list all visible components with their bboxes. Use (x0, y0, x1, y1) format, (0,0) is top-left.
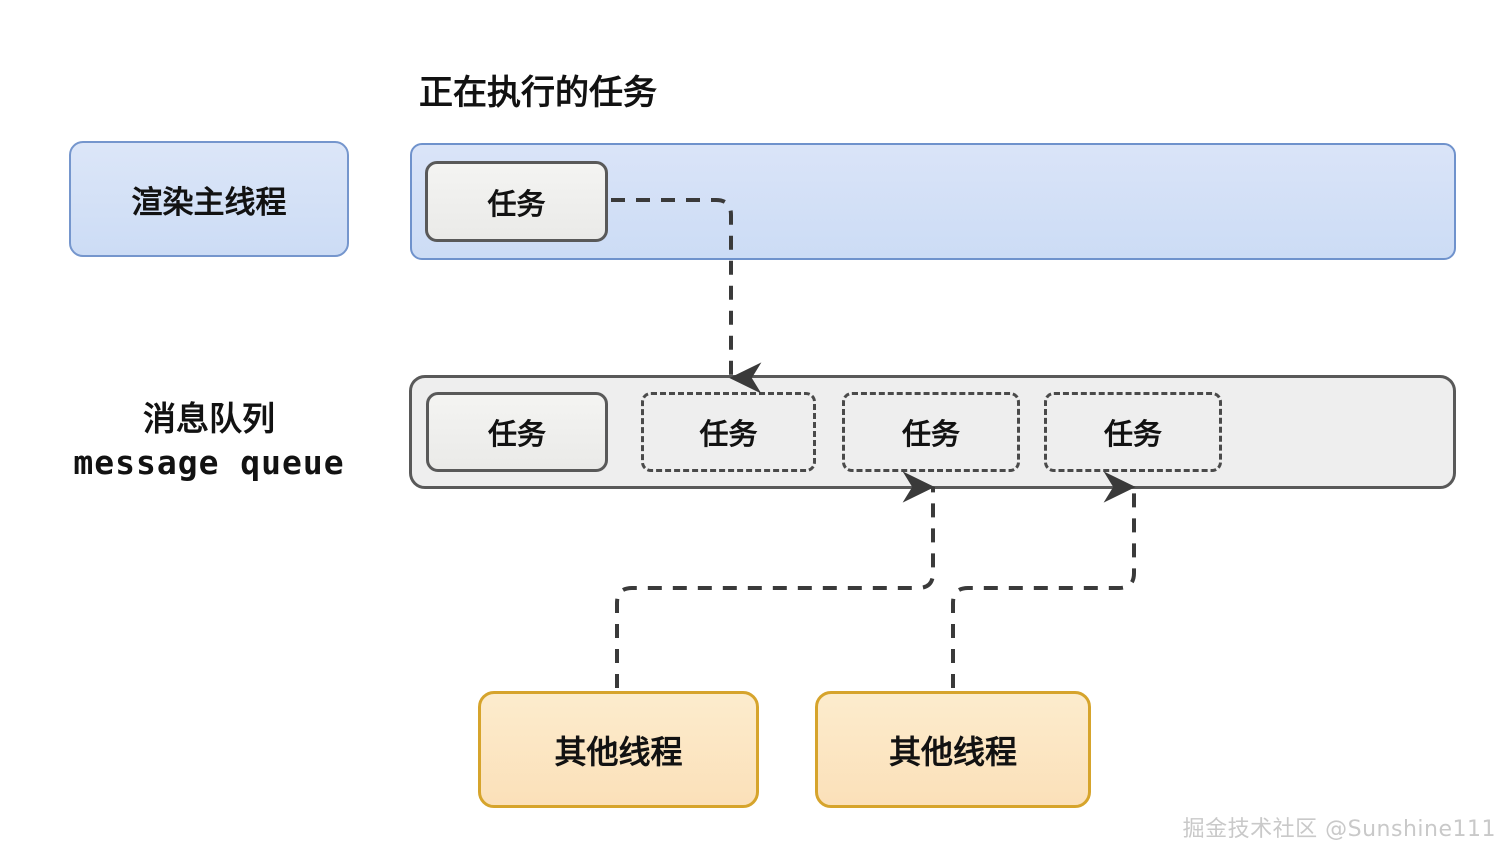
task-label: 任务 (487, 419, 546, 451)
main-thread-running-task[interactable]: 任务 (425, 161, 608, 242)
other-thread-1[interactable]: 其他线程 (478, 691, 759, 808)
other-thread-label: 其他线程 (554, 733, 683, 770)
message-queue-label-cn: 消息队列 (143, 400, 275, 437)
task-label: 任务 (901, 419, 960, 451)
main-thread-label: 渲染主线程 (131, 184, 287, 220)
message-queue-legend: 消息队列 message queue (20, 396, 398, 485)
page-title: 正在执行的任务 (419, 74, 657, 112)
task-label: 任务 (699, 419, 758, 451)
queue-task-3[interactable]: 任务 (842, 392, 1020, 472)
main-thread-legend-box: 渲染主线程 (69, 141, 349, 257)
connector-other-thread-1-to-queue (615, 471, 935, 688)
message-queue-label-en: message queue (73, 443, 345, 482)
watermark: 掘金技术社区 @Sunshine111 (1182, 817, 1496, 842)
other-thread-label: 其他线程 (888, 733, 1017, 770)
queue-task-1[interactable]: 任务 (426, 392, 608, 472)
queue-task-4[interactable]: 任务 (1044, 392, 1222, 472)
task-label: 任务 (1103, 419, 1162, 451)
queue-task-2[interactable]: 任务 (641, 392, 816, 472)
connector-other-thread-2-to-queue (951, 471, 1136, 688)
other-thread-2[interactable]: 其他线程 (815, 691, 1091, 808)
task-label: 任务 (487, 188, 546, 221)
